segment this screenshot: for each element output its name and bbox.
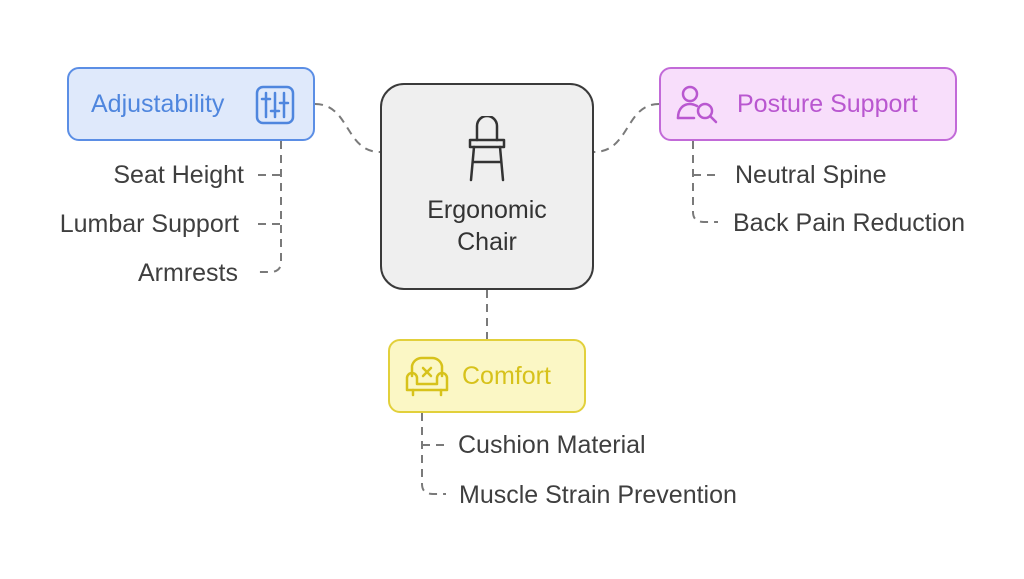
branch-posture-support[interactable]: Posture Support bbox=[659, 67, 957, 141]
chair-icon bbox=[468, 115, 506, 181]
center-label: Ergonomic Chair bbox=[427, 195, 547, 256]
branch-comfort-label: Comfort bbox=[462, 361, 551, 390]
connector-posture-items bbox=[692, 141, 718, 223]
branch-posture-support-label: Posture Support bbox=[737, 89, 918, 118]
sliders-icon bbox=[255, 85, 295, 125]
branch-adjustability[interactable]: Adjustability bbox=[67, 67, 315, 141]
adjustability-item-armrests: Armrests bbox=[138, 259, 238, 287]
armchair-icon bbox=[405, 356, 449, 397]
comfort-item-muscle-strain-prevention: Muscle Strain Prevention bbox=[459, 481, 737, 509]
connector-comfort-items bbox=[421, 413, 446, 495]
posture-item-back-pain-reduction: Back Pain Reduction bbox=[733, 209, 966, 237]
posture-item-neutral-spine: Neutral Spine bbox=[735, 161, 887, 189]
center-node[interactable]: Ergonomic Chair bbox=[380, 83, 594, 290]
branch-adjustability-label: Adjustability bbox=[91, 89, 225, 118]
adjustability-item-lumbar-support: Lumbar Support bbox=[59, 210, 239, 238]
connector-adjustability-items bbox=[258, 141, 282, 273]
connector-adjustability bbox=[314, 103, 381, 153]
branch-comfort[interactable]: Comfort bbox=[388, 339, 586, 413]
connector-posture bbox=[593, 103, 660, 153]
comfort-item-cushion-material: Cushion Material bbox=[458, 431, 646, 459]
user-search-icon bbox=[676, 85, 718, 124]
adjustability-item-seat-height: Seat Height bbox=[113, 161, 244, 189]
